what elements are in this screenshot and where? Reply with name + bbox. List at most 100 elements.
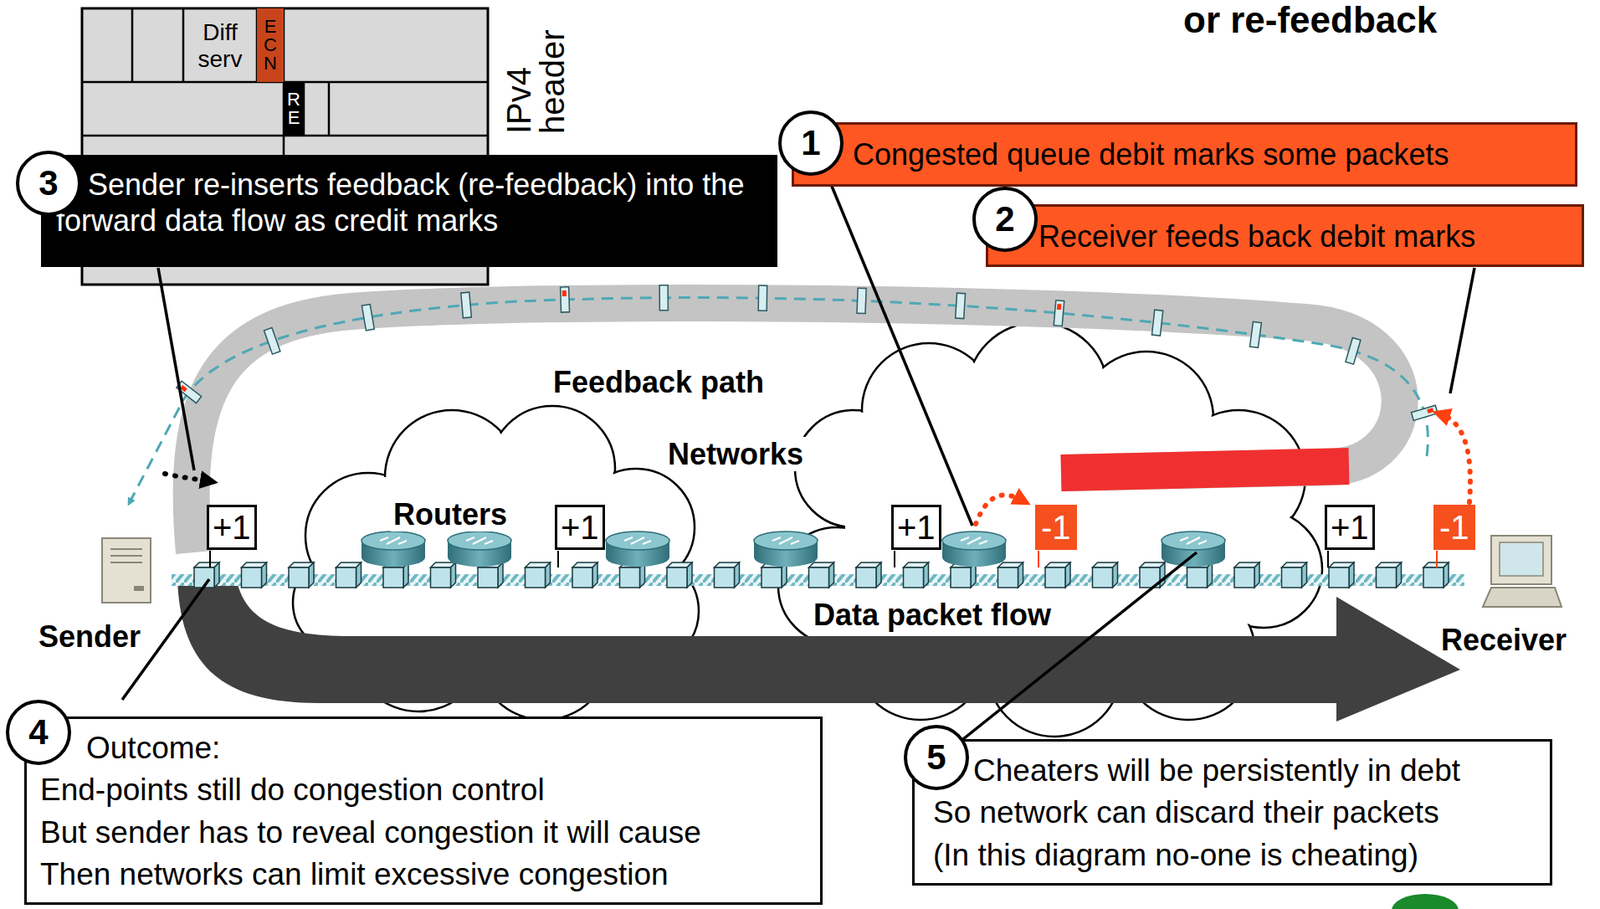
node-text: Outcome: — [86, 727, 809, 770]
node-text: So network can discard their packets — [933, 791, 1539, 834]
packet-cube — [308, 562, 314, 588]
debit-mark: -1 — [1035, 504, 1077, 550]
leader-lines — [958, 552, 1197, 743]
callout-box: Outcome:End-points still do congestion c… — [24, 716, 823, 905]
feedback-packet — [461, 292, 472, 318]
feedback-packet — [1053, 300, 1065, 327]
feedback-band — [191, 302, 1400, 553]
sender-icon — [102, 538, 151, 603]
packet-cube — [903, 567, 924, 588]
router-icons — [361, 531, 1226, 567]
debit-mark — [1426, 407, 1434, 414]
node-text: Sender re-inserts feedback (re-feedback)… — [56, 166, 766, 239]
node-text: +1 — [212, 507, 252, 548]
credit-mark: +1 — [891, 504, 942, 550]
packet-cube — [592, 562, 598, 588]
callout-number: 5 — [903, 724, 970, 790]
mark-leaders — [1038, 550, 1437, 568]
packet-cube — [336, 567, 357, 588]
packet-cube — [214, 562, 220, 588]
node-text: But sender has to reveal congestion it w… — [40, 811, 809, 854]
packet-cube — [1328, 567, 1349, 588]
region-label: Routers — [390, 497, 510, 532]
dotted-arrows — [975, 494, 1023, 524]
feedback-packet — [856, 287, 867, 313]
packet-cube — [734, 562, 740, 588]
packet-cube — [1376, 567, 1397, 588]
node-text: E C N — [256, 17, 284, 73]
packet-cube — [761, 567, 782, 588]
dotted-arrows — [1441, 414, 1471, 503]
credit-mark: +1 — [1324, 504, 1375, 550]
feedback-packet — [758, 285, 767, 311]
packet-cube — [525, 567, 546, 588]
ipv4-header-grid — [256, 8, 284, 83]
packet-cube — [1065, 562, 1071, 588]
feedback-packet — [560, 287, 570, 313]
re-field: R E — [283, 82, 304, 136]
feedback-packet — [1053, 300, 1065, 327]
packet-cube — [403, 562, 409, 588]
router-icons — [361, 531, 426, 567]
packet-cube — [1018, 562, 1024, 588]
feedback-packet — [758, 285, 767, 311]
node-text: Cheaters will be persistently in debt — [973, 749, 1539, 792]
node-text: Diff serv — [183, 19, 257, 73]
receiver-icon — [1499, 542, 1544, 576]
node-text: +1 — [897, 507, 936, 548]
packet-cube — [356, 562, 362, 588]
mark-leaders — [210, 550, 1437, 568]
data-packets — [194, 562, 1449, 588]
feedback-packet — [1410, 405, 1438, 421]
packet-cube — [998, 567, 1019, 588]
path-label: Feedback path — [550, 364, 767, 400]
receiver-icon — [1482, 587, 1562, 607]
region-label: Networks — [665, 436, 806, 472]
header-field: Diff serv — [183, 10, 257, 83]
packet-cube — [430, 567, 452, 588]
node-text: Receiver feeds back debit marks — [1038, 218, 1572, 255]
dotted-arrows — [164, 414, 1471, 524]
sender-icon — [102, 538, 151, 603]
callout-box: Sender re-inserts feedback (re-feedback)… — [41, 154, 778, 267]
packet-cube — [1302, 562, 1308, 588]
router-icons — [1161, 531, 1226, 567]
packet-cube — [856, 567, 877, 588]
dotted-arrows — [164, 473, 210, 482]
ipv4-header-grid — [283, 82, 304, 136]
callout-box: Congested queue debit marks some packets — [791, 122, 1578, 187]
feedback-dashed-path — [129, 297, 1428, 503]
congestion-band — [1061, 466, 1349, 473]
callout-number: 4 — [5, 699, 72, 765]
feedback-packet — [955, 292, 966, 319]
feedback-packet — [1410, 405, 1438, 421]
packet-cube — [451, 562, 457, 588]
debit-mark: -1 — [1433, 504, 1476, 550]
packet-cube — [687, 562, 693, 588]
packet-cube — [714, 567, 735, 588]
packet-cube — [923, 562, 929, 588]
packet-cube — [1254, 562, 1260, 588]
feedback-packets — [176, 285, 1438, 421]
diagram-title: or re-feedback — [1183, 0, 1437, 42]
feedback-packet — [1345, 338, 1361, 365]
feedback-packet — [461, 292, 472, 318]
feedback-packet — [263, 328, 280, 355]
node-text: Congested queue debit marks some packets — [852, 136, 1565, 173]
feedback-packet — [856, 287, 867, 313]
data-flow-arrow — [177, 577, 1461, 722]
mark-leaders — [210, 550, 1329, 568]
header-caption: IPv4 header — [502, 8, 570, 134]
packet-cube — [1045, 567, 1066, 588]
router-icons — [753, 531, 818, 567]
packet-cube — [1443, 562, 1449, 588]
node-text: (In this diagram no-one is cheating) — [933, 834, 1539, 877]
packet-cube — [477, 567, 498, 588]
callout-number: 3 — [15, 150, 82, 216]
leader-lines — [1450, 267, 1475, 394]
packet-cube — [876, 562, 882, 588]
packet-cube — [1396, 562, 1402, 588]
credit-mark: +1 — [206, 504, 257, 550]
router-icons — [605, 531, 670, 567]
leader-lines — [158, 267, 195, 471]
